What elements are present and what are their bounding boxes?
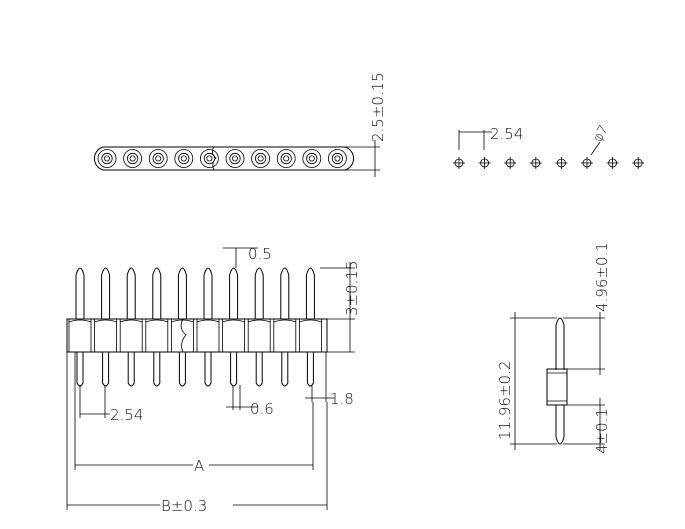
pin-lower [127,352,135,387]
socket-rim [273,319,296,323]
socket-hole [334,155,341,162]
socket-outer [225,149,245,168]
side-view: 11.96±0.2 4.96±0.1 4±0.1 [496,242,611,454]
pin-lower [76,352,84,387]
front-view: 0.5 3±0.15 2.54 0.6 1.8 A B±0.3 [66,245,361,515]
pin-lower [102,352,110,387]
socket-walls [68,319,92,352]
dim-pin-tip: 0.5 [248,245,272,263]
hole-pattern-view: 2.54 φ7 [453,123,645,169]
pin-upper [101,267,111,319]
socket-rim [299,319,322,323]
socket-rim [120,319,143,323]
top-view: 2.5±0.15 [94,72,387,177]
socket-hole [257,155,264,162]
socket-outer [123,149,143,168]
dim-side-total: 11.96±0.2 [496,361,514,440]
socket-outer [148,149,168,168]
socket-walls [196,319,220,352]
pin-lower [281,352,289,387]
socket-walls [299,319,322,352]
socket-walls [119,319,143,352]
pin-upper [254,267,264,319]
socket-rim [94,319,117,323]
pin-lower [306,352,314,387]
socket-inner [280,152,292,165]
socket-walls [222,319,245,352]
pin-upper [280,267,290,319]
socket-rim [222,319,245,323]
socket-rim [196,319,220,323]
socket-inner [178,152,190,165]
socket-walls [171,319,194,352]
pin-upper [152,267,162,319]
socket-hole [283,155,290,162]
pin-lower [255,352,263,387]
dim-body-depth: 1.8 [330,390,354,408]
pin-lower [178,352,186,387]
socket-hole [308,155,315,162]
socket-outer [276,149,296,168]
socket-outer [97,149,117,168]
dim-b: B±0.3 [161,497,207,515]
dim-side-top: 4.96±0.1 [593,242,611,312]
socket-outer [302,149,322,168]
socket-walls [145,319,169,352]
socket-inner [229,152,241,165]
pin-upper [203,267,213,319]
socket-walls [247,319,271,352]
socket-inner [127,152,139,165]
socket-hole [180,155,187,162]
socket-inner [101,152,113,165]
dim-hole-dia: φ7 [590,123,611,145]
socket-inner [331,152,343,165]
socket-rim [145,319,168,323]
pin-upper [305,267,315,319]
dim-top-pitch: 2.54 [490,125,523,143]
socket-rim [68,319,92,323]
dim-pin-above: 3±0.15 [343,260,361,316]
socket-hole [129,155,136,162]
socket-outer [251,149,271,168]
dim-pin-dia: 0.6 [250,400,274,418]
socket-outer [327,149,347,168]
socket-rim [248,319,271,323]
socket-inner [306,152,318,165]
socket-walls [273,319,297,352]
socket-inner [152,152,164,165]
pin-lower [204,352,212,387]
socket-walls [94,319,117,352]
dim-top-height: 2.5±0.15 [369,72,387,142]
socket-inner [203,152,215,165]
dim-a: A [194,457,204,475]
pin-upper [177,267,187,319]
socket-outer [199,149,219,168]
pin-lower [153,352,161,387]
socket-inner [255,152,267,165]
pin-upper [126,267,136,319]
socket-hole [104,155,111,162]
pin-upper [229,267,239,319]
socket-outer [174,149,194,168]
dim-pitch-front: 2.54 [110,406,143,424]
socket-hole [206,155,213,162]
socket-hole [155,155,162,162]
pin-upper [75,267,85,319]
dim-side-bottom: 4±0.1 [593,408,611,454]
pin-lower [230,352,238,387]
socket-hole [231,155,238,162]
